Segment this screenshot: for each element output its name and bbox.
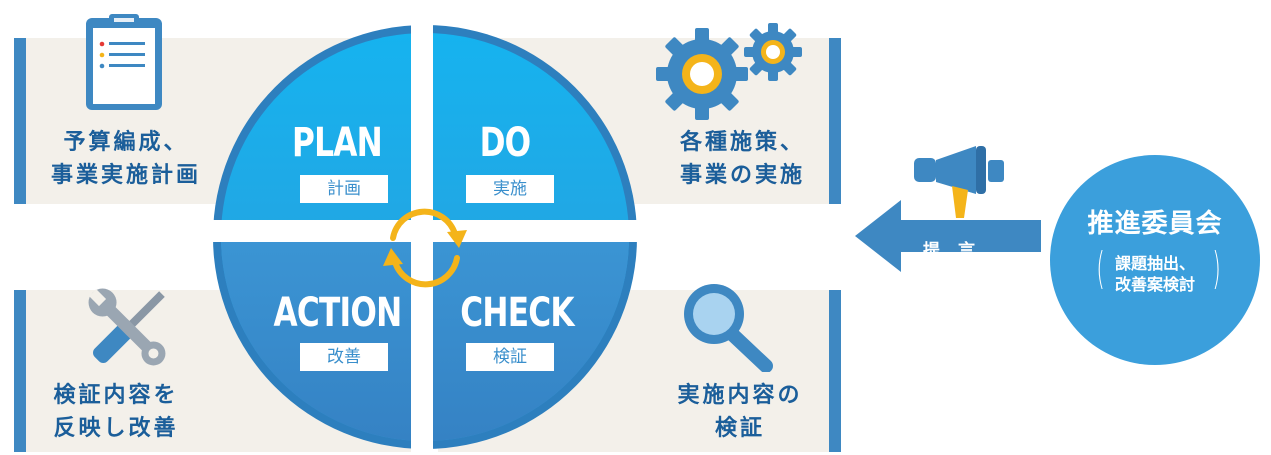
close-paren: ) [1212, 243, 1221, 294]
committee-sub: 課題抽出、 改善案検討 [1050, 253, 1260, 295]
committee-circle: 推進委員会 ( 課題抽出、 改善案検討 ) [1050, 155, 1260, 365]
check-title: CHECK [460, 290, 574, 336]
magnifier-icon [684, 284, 773, 372]
action-line-2: 反映し改善 [53, 416, 179, 441]
plan-label: 計画 [300, 175, 388, 203]
action-line-1: 検証内容を [53, 383, 179, 408]
plan-panel-text: 予算編成、 事業実施計画 [36, 126, 216, 192]
check-line-1: 実施内容の [677, 383, 803, 408]
action-panel-text: 検証内容を 反映し改善 [36, 379, 196, 445]
plan-line-2: 事業実施計画 [50, 163, 201, 188]
check-panel-text: 実施内容の 検証 [660, 379, 820, 445]
megaphone-icon [914, 146, 1004, 218]
proposal-arrow [855, 200, 1041, 272]
do-line-1: 各種施策、 [679, 130, 805, 155]
open-paren: ( [1096, 243, 1105, 294]
gears-icon [656, 23, 802, 120]
committee-sub-line-1: 課題抽出、 [1114, 254, 1195, 273]
committee-title: 推進委員会 [1087, 209, 1223, 239]
do-label: 実施 [466, 175, 554, 203]
check-line-2: 検証 [714, 416, 765, 441]
cycle-arrows-icon [383, 208, 467, 288]
do-title: DO [479, 120, 532, 166]
action-title: ACTION [273, 290, 403, 336]
tools-icon [88, 288, 166, 366]
proposal-label: 提言 [923, 241, 993, 261]
check-label: 検証 [466, 343, 554, 371]
do-line-2: 事業の実施 [679, 163, 805, 188]
do-panel-text: 各種施策、 事業の実施 [660, 126, 825, 192]
plan-line-1: 予算編成、 [63, 130, 189, 155]
plan-title: PLAN [292, 120, 383, 166]
committee-sub-line-2: 改善案検討 [1114, 275, 1195, 294]
clipboard-icon [86, 14, 162, 110]
action-label: 改善 [300, 343, 388, 371]
